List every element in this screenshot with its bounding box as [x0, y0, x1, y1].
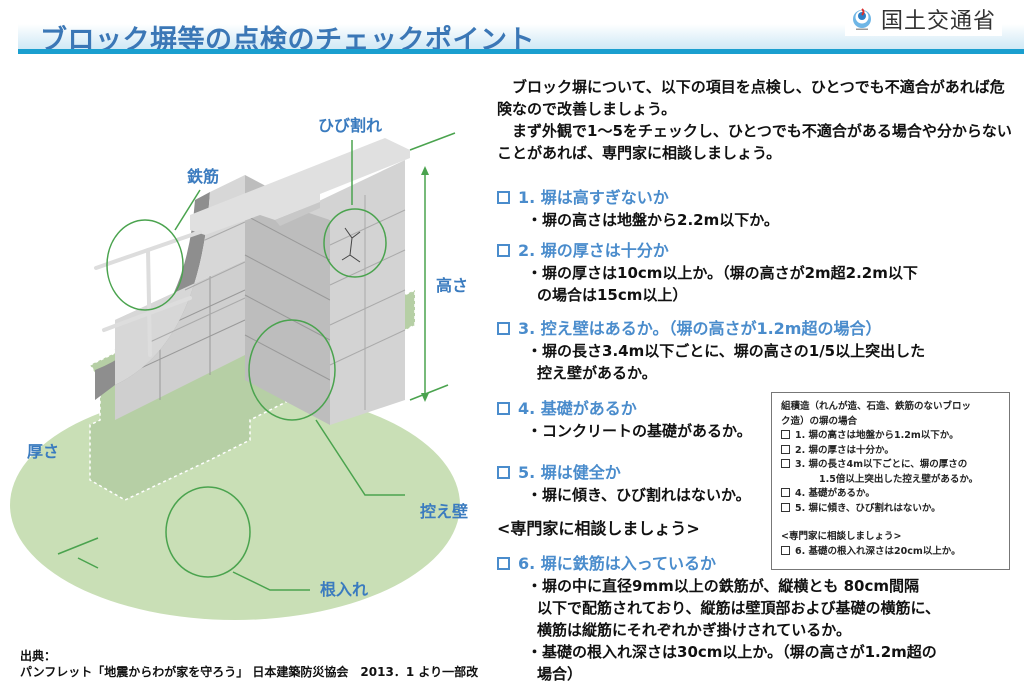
check-item-bullet: ・コンクリートの基礎があるか。	[527, 422, 752, 440]
side-box-item: 5. 塀に傾き、ひび割れはないか。	[795, 502, 941, 514]
ministry-logo-block: 国土交通省	[845, 2, 1003, 36]
title-underline	[18, 49, 1024, 54]
side-box-item: 4. 基礎があるか。	[795, 488, 875, 499]
label-embedment: 根入れ	[320, 580, 369, 599]
check-item-bullet: ・塀に傾き、ひび割れはないか。	[527, 486, 751, 504]
check-item-bullet-cont: 横筋は縦筋にそれぞれかぎ掛けされているか。	[537, 621, 851, 639]
label-thickness: 厚さ	[27, 442, 60, 461]
side-box-item: 2. 塀の厚さは十分か。	[795, 444, 894, 456]
check-item-heading: 2. 塀の厚さは十分か	[518, 241, 669, 260]
checkbox-icon[interactable]	[497, 322, 510, 335]
side-box-title-cont: ク造）の塀の場合	[781, 415, 858, 427]
check-item-5: 5. 塀は健全か ・塀に傾き、ひび割れはないか。	[497, 462, 767, 506]
intro-text: ブロック塀について、以下の項目を点検し、ひとつでも不適合があれば危険なので改善し…	[497, 76, 1017, 164]
checkbox-icon[interactable]	[781, 488, 790, 497]
mlit-logo-icon	[853, 8, 871, 30]
checkbox-icon[interactable]	[781, 444, 790, 454]
source-citation: 出典： パンフレット「地震からわが家を守ろう」 日本建築防災協会 2013．1 …	[20, 648, 478, 680]
source-text: パンフレット「地震からわが家を守ろう」 日本建築防災協会 2013．1 より一部…	[20, 665, 479, 679]
checkbox-icon[interactable]	[781, 545, 790, 555]
check-item-bullet-cont: の場合は15cm以上）	[537, 286, 688, 304]
check-item-heading: 5. 塀は健全か	[518, 463, 621, 482]
check-item-bullet: ・塀の厚さは10cm以上か。（塀の高さが2m超2.2m以下	[527, 264, 918, 282]
check-item-bullet-cont: 以下で配筋されており、縦筋は壁頂部および基礎の横筋に、	[537, 599, 941, 617]
masonry-wall-checklist-box: 組積造（れんが造、石造、鉄筋のないブロッ ク造）の塀の場合 1. 塀の高さは地盤…	[771, 392, 1010, 570]
checkbox-icon[interactable]	[497, 402, 510, 415]
check-item-bullet: ・塀の長さ3.4m以下ごとに、塀の高さの1/5以上突出した	[527, 342, 926, 360]
check-item-bullet: ・塀の中に直径9mm以上の鉄筋が、縦横とも 80cm間隔	[527, 577, 920, 595]
checkbox-icon[interactable]	[781, 502, 790, 512]
label-crack: ひび割れ	[318, 116, 383, 135]
checkbox-icon[interactable]	[497, 557, 510, 570]
check-item-4: 4. 基礎があるか ・コンクリートの基礎があるか。	[497, 398, 767, 442]
check-item-heading: 3. 控え壁はあるか。（塀の高さが1.2m超の場合）	[518, 319, 882, 338]
check-item-bullet-cont: 場合）	[537, 665, 583, 683]
check-item-heading: 4. 基礎があるか	[518, 399, 637, 418]
check-item-2: 2. 塀の厚さは十分か ・塀の厚さは10cm以上か。（塀の高さが2m超2.2m以…	[497, 240, 1017, 306]
block-wall-diagram	[10, 132, 460, 620]
side-box-item-cont: 1.5倍以上突出した控え壁があるか。	[819, 473, 979, 485]
checkbox-icon[interactable]	[497, 244, 510, 257]
check-item-heading: 6. 塀に鉄筋は入っているか	[518, 554, 716, 573]
check-item-bullet: ・基礎の根入れ深さは30cm以上か。（塀の高さが1.2m超の	[527, 643, 937, 661]
check-item-bullet: ・塀の高さは地盤から2.2m以下か。	[527, 211, 779, 229]
intro-paragraph-1: ブロック塀について、以下の項目を点検し、ひとつでも不適合があれば危険なので改善し…	[497, 78, 1005, 118]
checkbox-icon[interactable]	[781, 430, 790, 439]
block-wall-illustration: 鉄筋 ひび割れ 高さ 厚さ 控え壁 根入れ	[0, 80, 490, 620]
checkbox-icon[interactable]	[781, 459, 790, 468]
source-label: 出典：	[20, 649, 57, 663]
label-buttress: 控え壁	[420, 502, 469, 521]
consult-expert-heading: <専門家に相談しましょう>	[497, 519, 700, 538]
intro-paragraph-2: まず外観で1～5をチェックし、ひとつでも不適合がある場合や分からないことがあれば…	[497, 122, 1012, 162]
side-box-title: 組積造（れんが造、石造、鉄筋のないブロッ	[781, 401, 972, 412]
check-item-1: 1. 塀は高すぎないか ・塀の高さは地盤から2.2m以下か。	[497, 187, 1017, 231]
checkbox-icon[interactable]	[497, 191, 510, 204]
side-box-item: 3. 塀の長さ4m以下ごとに、塀の厚さの	[795, 459, 968, 470]
check-item-heading: 1. 塀は高すぎないか	[518, 188, 669, 207]
check-item-3: 3. 控え壁はあるか。（塀の高さが1.2m超の場合） ・塀の長さ3.4m以下ごと…	[497, 318, 1017, 384]
check-item-bullet-cont: 控え壁があるか。	[537, 364, 657, 382]
label-rebar: 鉄筋	[187, 167, 220, 186]
check-item-6: 6. 塀に鉄筋は入っているか ・塀の中に直径9mm以上の鉄筋が、縦横とも 80c…	[497, 553, 1017, 685]
side-box-consult: <専門家に相談しましょう>	[781, 531, 902, 542]
ministry-name: 国土交通省	[881, 9, 997, 34]
side-box-item: 6. 基礎の根入れ深さは20cm以上か。	[795, 545, 961, 557]
checkbox-icon[interactable]	[497, 466, 510, 479]
label-height: 高さ	[436, 276, 469, 295]
side-box-item: 1. 塀の高さは地盤から1.2m以下か。	[795, 430, 959, 441]
